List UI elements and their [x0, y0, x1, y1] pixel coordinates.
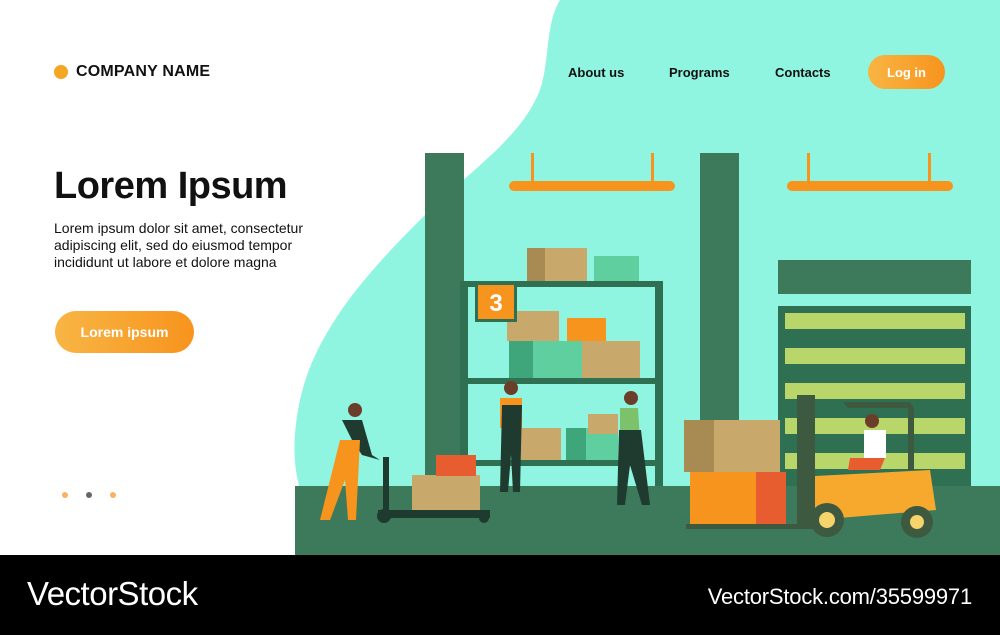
- login-button[interactable]: Log in: [868, 55, 945, 89]
- pager-dot-3[interactable]: [110, 492, 116, 498]
- hero-title: Lorem Ipsum: [54, 165, 288, 207]
- worker-shelf: [500, 381, 522, 492]
- footer-image-id: VectorStock.com/35599971: [707, 584, 972, 609]
- company-name: COMPANY NAME: [76, 63, 211, 80]
- company-logo[interactable]: COMPANY NAME: [54, 63, 210, 81]
- carousel-pager: [62, 492, 116, 498]
- forklift: [684, 395, 936, 538]
- shelf-number: 3: [489, 290, 502, 317]
- nav-programs[interactable]: Programs: [669, 65, 730, 80]
- shelf-number-sign: 3: [475, 282, 517, 322]
- ceiling-lamp-right: [787, 153, 953, 191]
- landing-page: 3: [54, 0, 1000, 555]
- hero-text: Lorem ipsum dolor sit amet, consectetur …: [54, 220, 303, 270]
- worker-pallet-jack: [320, 403, 490, 523]
- pager-dot-2[interactable]: [86, 492, 92, 498]
- nav-about-us[interactable]: About us: [568, 65, 625, 80]
- watermark-footer: [0, 555, 1000, 635]
- storage-shelf: [460, 248, 663, 486]
- pillar-left: [425, 153, 464, 486]
- ceiling-lamp-left: [509, 153, 675, 191]
- warehouse-illustration: 3: [294, 0, 1000, 555]
- logo-dot-icon: [54, 65, 68, 79]
- rolling-door: [778, 260, 971, 486]
- worker-carrying-box: [588, 391, 650, 505]
- cta-button[interactable]: Lorem ipsum: [55, 311, 194, 353]
- pager-dot-1[interactable]: [62, 492, 68, 498]
- nav-contacts[interactable]: Contacts: [775, 65, 831, 80]
- footer-brand: VectorStock: [27, 575, 198, 612]
